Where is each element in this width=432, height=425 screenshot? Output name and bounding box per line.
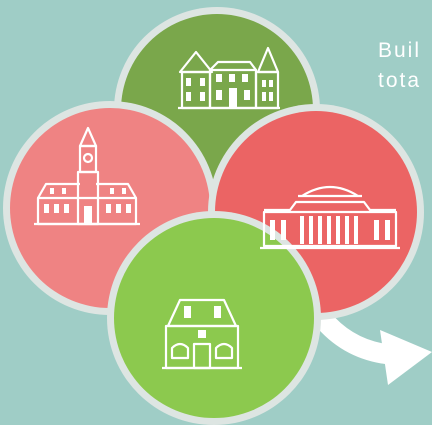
domed-institution-icon	[260, 185, 400, 250]
manor-house-icon	[178, 46, 280, 110]
small-house-icon	[162, 298, 242, 370]
caption-line-2: tota	[378, 69, 422, 92]
caption-line-1: Buil	[378, 39, 422, 62]
clock-tower-building-icon	[34, 126, 140, 226]
curved-arrow	[314, 311, 432, 385]
